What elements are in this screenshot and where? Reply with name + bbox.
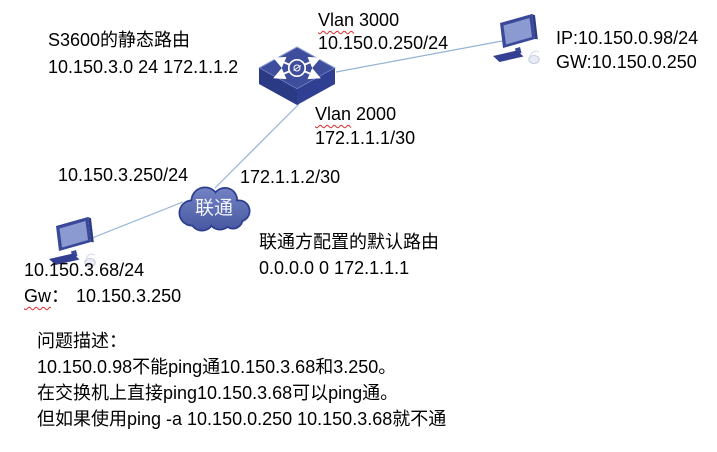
vlan3000-word: Vlan [318, 10, 355, 30]
problem-line: 在交换机上直接ping10.150.3.68可以ping通。 [37, 383, 399, 403]
switch-static-route-title: S3600的静态路由 [48, 30, 191, 50]
switch-icon [258, 46, 336, 105]
vlan2000-word: Vlan [315, 104, 352, 124]
problem-description: 问题描述： 10.150.0.98不能ping通10.150.3.68和3.25… [37, 328, 446, 432]
vlan3000-number: 3000 [359, 10, 400, 30]
isp-default-route-title: 联通方配置的默认路由 [259, 232, 439, 252]
vlan2000-ip: 172.1.1.1/30 [315, 128, 416, 148]
isp-wan-interface-ip: 172.1.1.2/30 [240, 167, 341, 187]
connector-switch-to-cloud [214, 103, 300, 189]
vlan3000-ip: 10.150.0.250/24 [318, 33, 449, 53]
pc-left-gw-value: 10.150.3.250 [76, 286, 182, 306]
pc-icon-right [493, 14, 540, 64]
pc-right-address: IP:10.150.0.98/24 GW:10.150.0.250 [556, 26, 698, 74]
vlan2000-number: 2000 [356, 104, 397, 124]
routing-arrows-glyph [273, 56, 321, 80]
switch-static-route-note: S3600的静态路由 10.150.3.0 24 172.1.1.2 [48, 27, 238, 81]
pc-right-gateway: GW:10.150.0.250 [556, 52, 697, 72]
problem-title: 问题描述： [37, 331, 127, 351]
pc-left-gw-word: Gw [24, 286, 51, 306]
pc-left-gateway: Gw： 10.150.3.250 [24, 285, 181, 308]
pc-icon-left [49, 217, 96, 267]
switch-static-route-value: 10.150.3.0 24 172.1.1.2 [48, 57, 239, 77]
connector-switch-to-pc-right [335, 40, 503, 73]
pc-right-ip: IP:10.150.0.98/24 [556, 28, 699, 48]
connector-cloud-to-pc-left [91, 201, 184, 239]
problem-line: 但如果使用ping -a 10.150.0.250 10.150.3.68就不通 [37, 409, 447, 429]
isp-default-route-note: 联通方配置的默认路由 0.0.0.0 0 172.1.1.1 [259, 229, 439, 281]
switch-lan-interface-ip: 10.150.3.250/24 [58, 165, 189, 185]
isp-default-route-value: 0.0.0.0 0 172.1.1.1 [259, 258, 410, 278]
isp-cloud-icon: 联通 [178, 186, 251, 232]
pc-left-gw-colon: ： [51, 286, 69, 306]
cloud-label: 联通 [195, 197, 233, 219]
problem-line: 10.150.0.98不能ping通10.150.3.68和3.250。 [37, 357, 397, 377]
pc-left-ip: 10.150.3.68/24 [24, 260, 145, 280]
